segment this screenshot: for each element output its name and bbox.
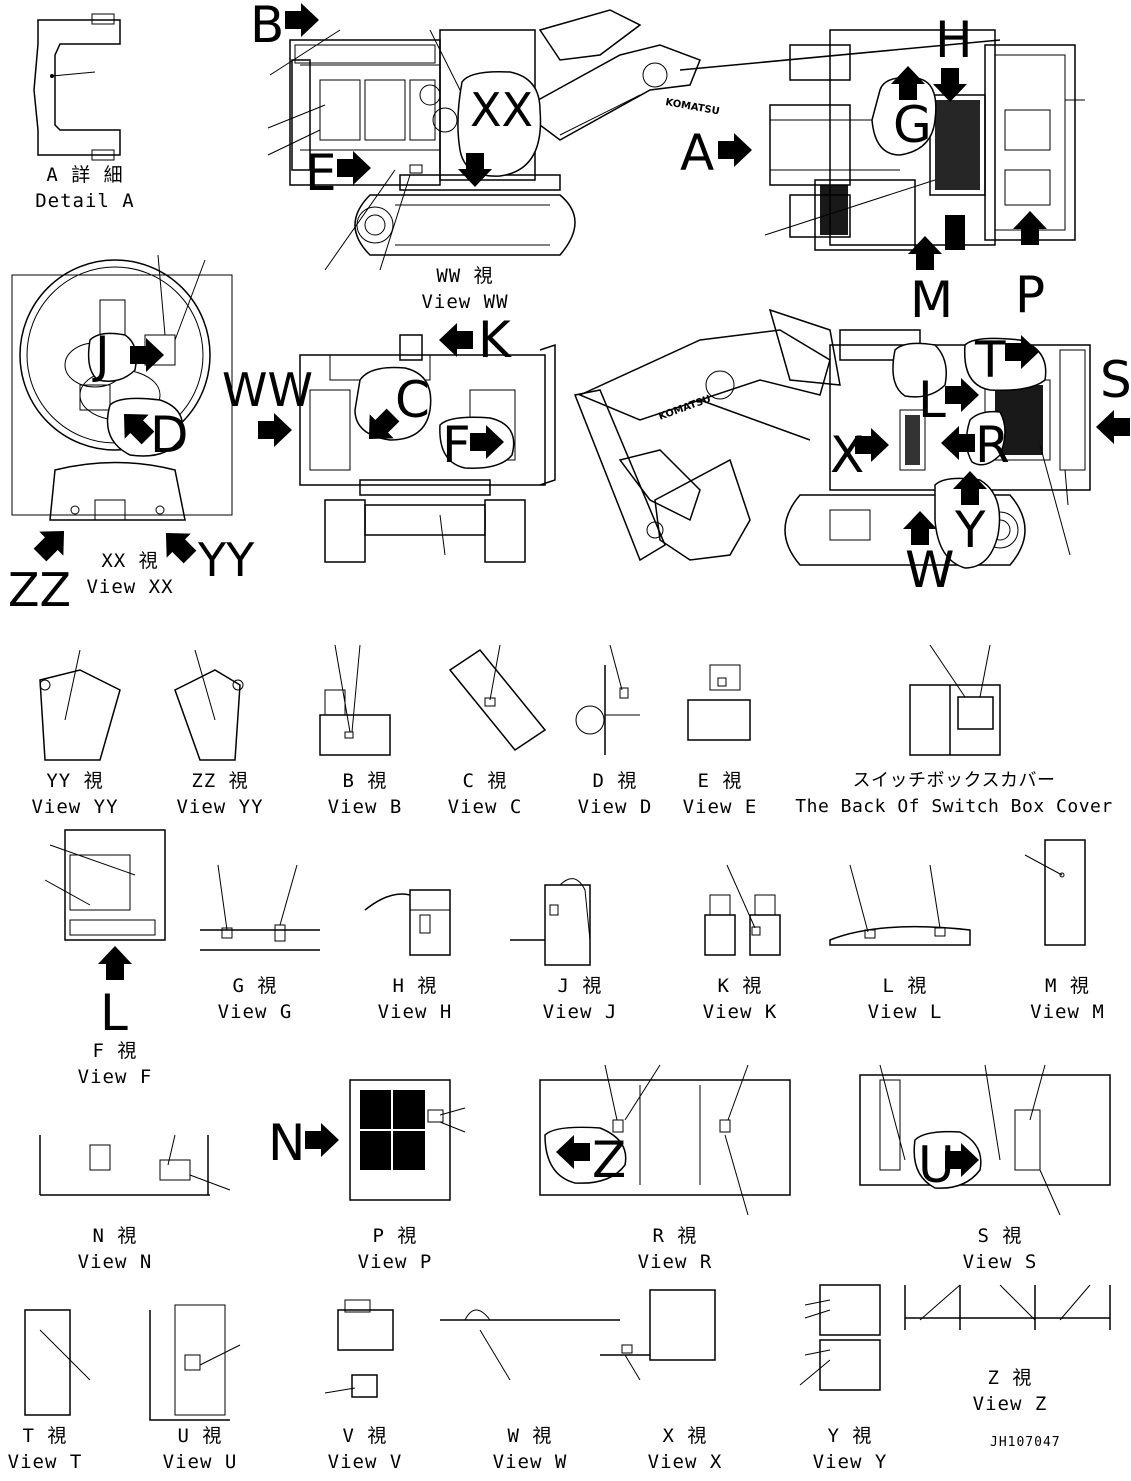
top-plan-drawing <box>764 29 1085 251</box>
brand-mark: KOMATSU <box>664 97 720 117</box>
arrow-l <box>98 946 132 980</box>
marker-s: S <box>1100 351 1131 409</box>
marker-p: P <box>1015 266 1046 324</box>
small-views-row-2 <box>44 829 1086 966</box>
marker-g: G <box>893 96 932 154</box>
marker-e: E <box>305 144 337 202</box>
marker-c: C <box>395 371 430 429</box>
arrow-ww <box>258 413 292 447</box>
marker-b: B <box>250 0 285 54</box>
arrow-a <box>718 133 752 167</box>
side-view-drawing: KOMATSU <box>573 308 1091 569</box>
marker-d: D <box>150 406 189 464</box>
arrow-e <box>337 151 371 185</box>
arrow-h <box>933 68 967 102</box>
brand-mark-side: KOMATSU <box>657 394 712 423</box>
view-xx-drawing <box>11 254 233 521</box>
drawing-code: JH107047 <box>990 1435 1061 1450</box>
marker-k: K <box>478 311 511 369</box>
arrow-k <box>439 323 473 357</box>
marker-z: Z <box>592 1131 627 1189</box>
small-views-row-3 <box>39 1064 1111 1216</box>
marker-yy: YY <box>198 533 255 587</box>
marker-m: M <box>910 271 954 329</box>
marker-j: J <box>95 326 110 384</box>
marker-t: R <box>975 416 1010 474</box>
arrow-s <box>1096 410 1130 444</box>
marker-a: A <box>680 124 715 182</box>
marker-n: N <box>268 1114 306 1172</box>
detail-a-drawing <box>33 13 121 161</box>
marker-r: L <box>918 371 946 429</box>
arrow-b <box>285 3 319 37</box>
marker-f: F <box>442 416 471 474</box>
small-views-row-1 <box>39 644 1001 761</box>
arrow-n <box>305 1123 339 1157</box>
marker-ww: WW <box>222 363 313 417</box>
marker-h: H <box>935 11 973 69</box>
marker-xx: XX <box>470 83 534 137</box>
front-view-drawing <box>299 334 556 563</box>
marker-l: L <box>100 984 128 1042</box>
arrow-r <box>945 378 979 412</box>
marker-w: W <box>905 541 955 599</box>
marker-x: X <box>830 426 865 484</box>
view-ww-drawing: KOMATSU <box>267 9 1001 271</box>
marker-u: U <box>918 1136 955 1194</box>
arrow-m <box>908 236 942 270</box>
marker-y: Y <box>955 501 986 559</box>
marker-zz: ZZ <box>8 563 72 617</box>
arrow-w <box>903 511 937 545</box>
marker-v: T <box>975 331 1006 389</box>
small-views-row-4 <box>24 1284 1111 1421</box>
